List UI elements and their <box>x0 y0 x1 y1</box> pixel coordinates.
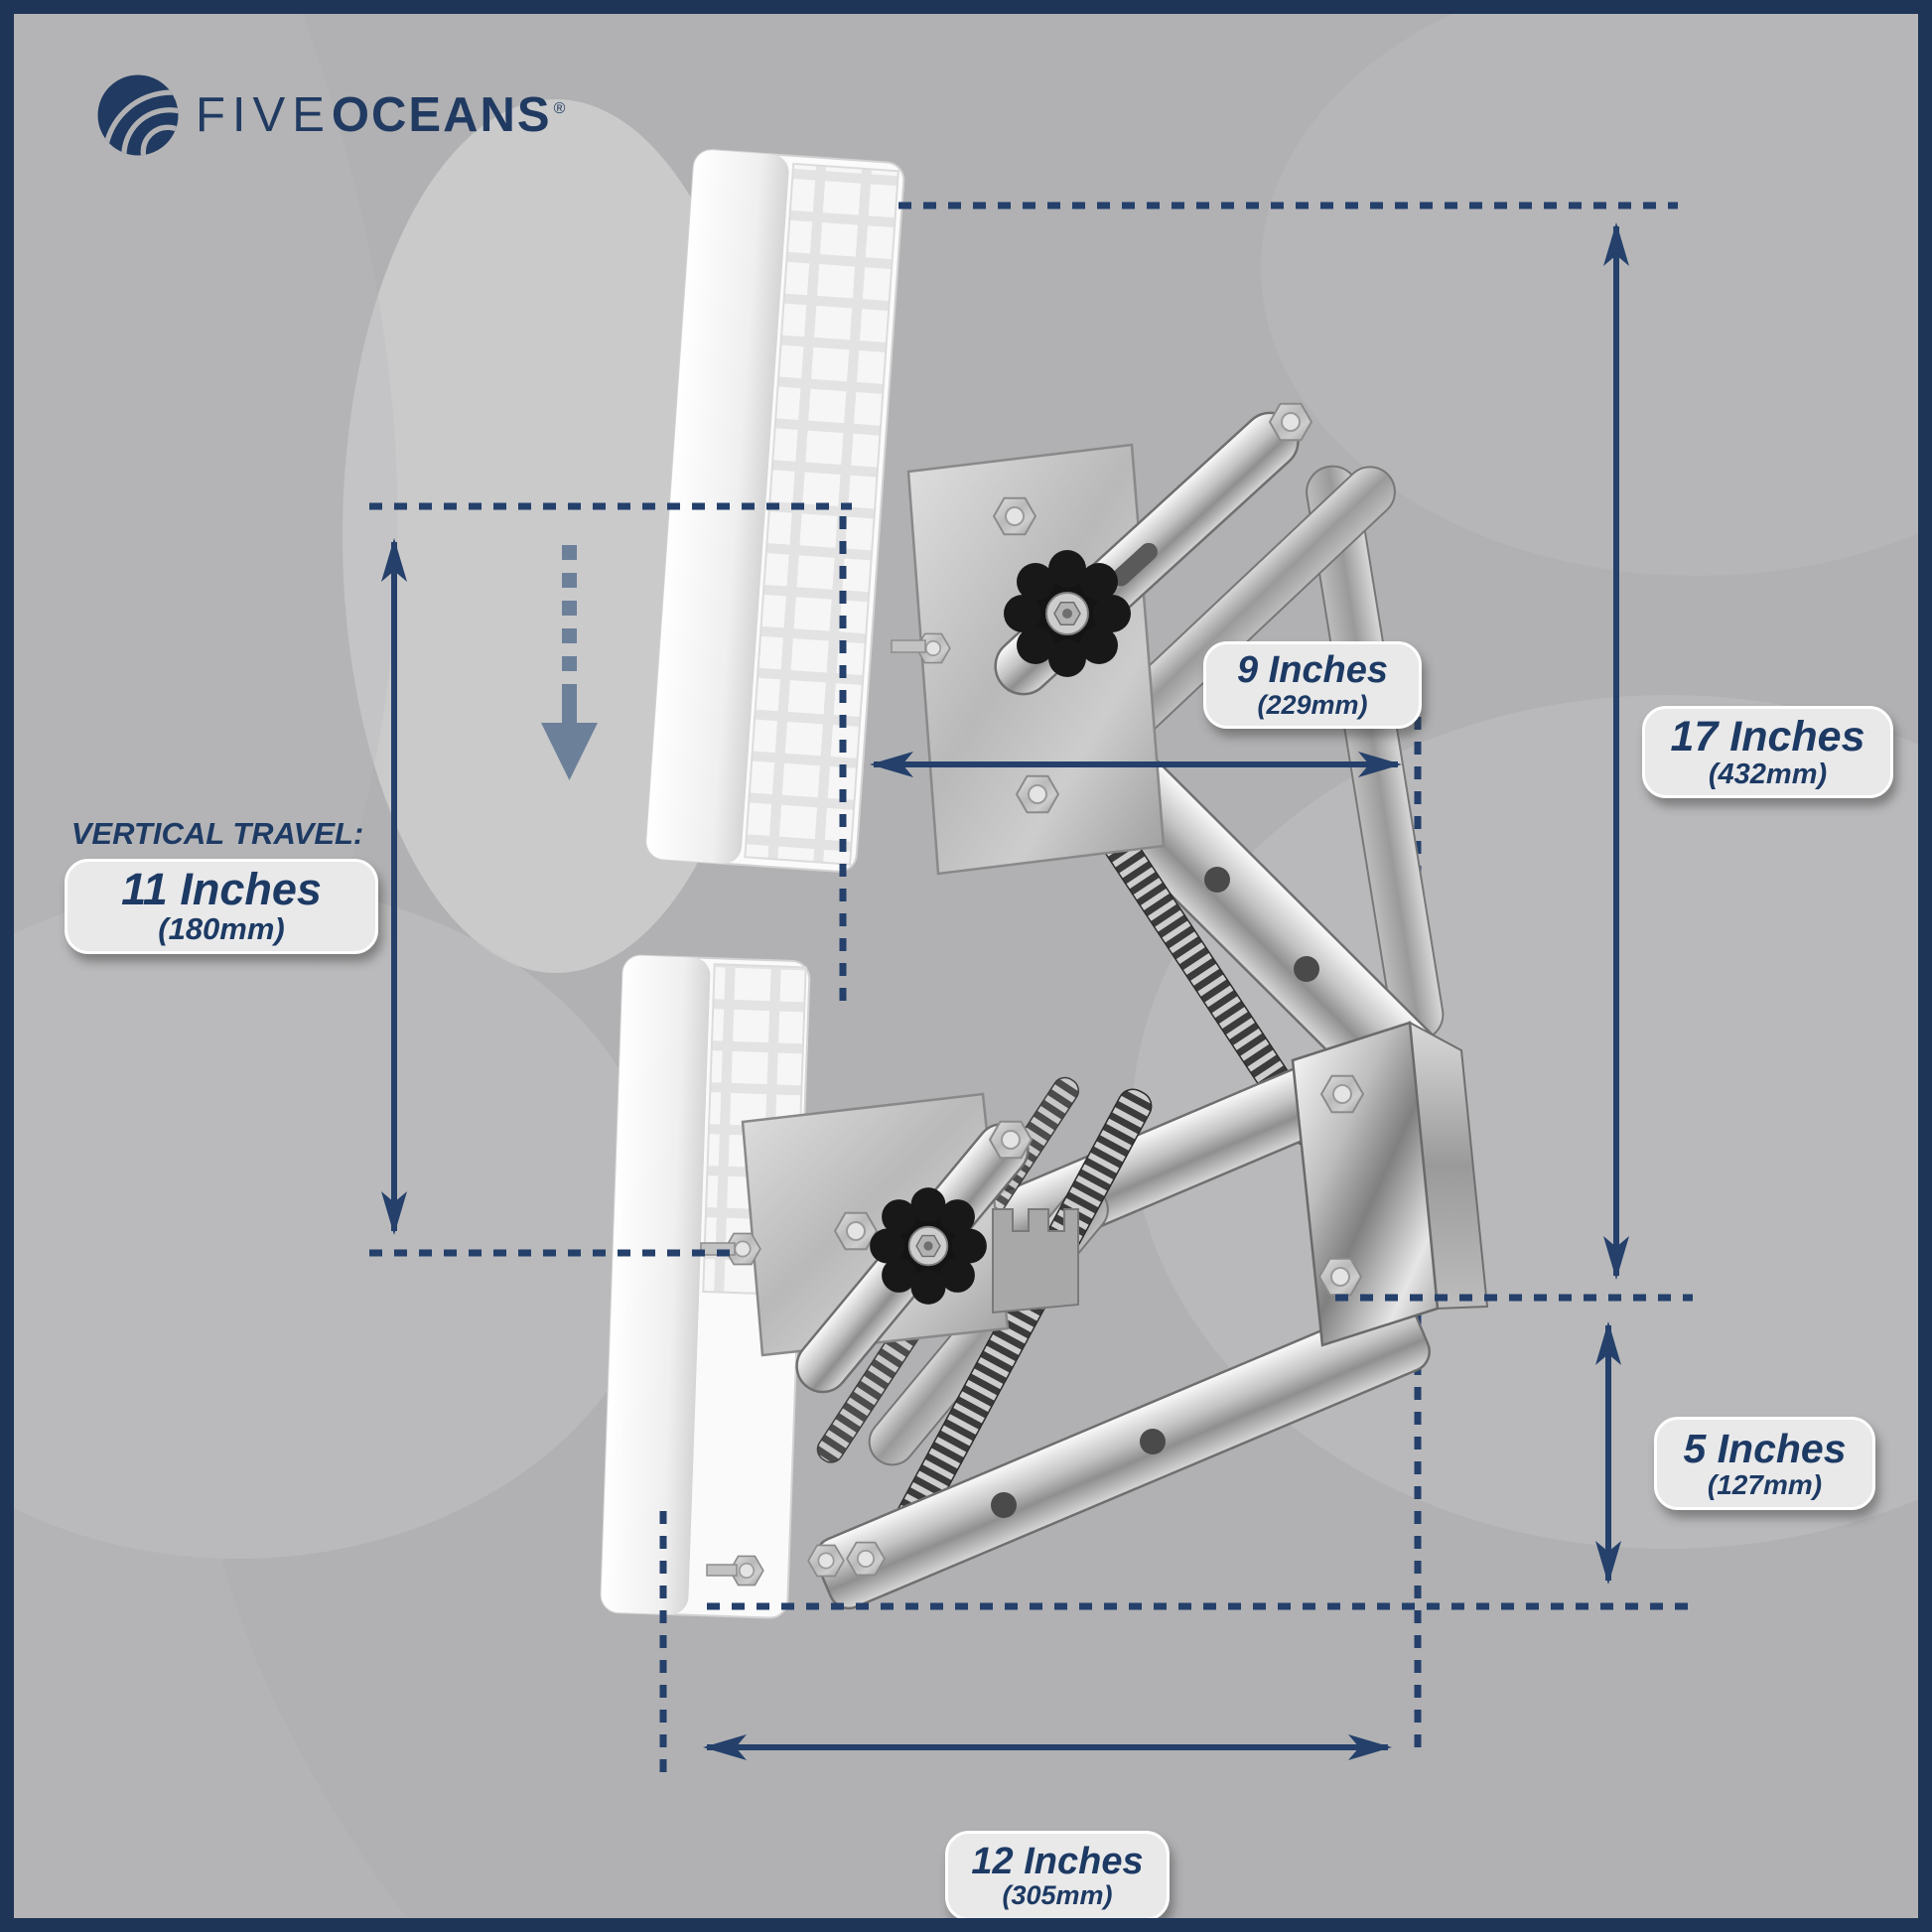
label-metric: (229mm) <box>1257 689 1368 720</box>
upper-star-knob <box>1004 550 1131 677</box>
label-metric: (180mm) <box>158 911 285 947</box>
label-height-17in: 17 Inches (432mm) <box>1642 706 1893 798</box>
chrome-channel <box>1291 1021 1489 1347</box>
label-value: 5 Inches <box>1683 1426 1847 1472</box>
label-metric: (127mm) <box>1707 1468 1823 1500</box>
label-width-9in: 9 Inches (229mm) <box>1203 641 1422 729</box>
label-vertical-travel-11in: 11 Inches (180mm) <box>65 859 378 954</box>
vertical-travel-heading: VERTICAL TRAVEL: <box>70 816 364 851</box>
brand-word-light: FIVE <box>196 88 332 142</box>
label-metric: (305mm) <box>1002 1880 1113 1911</box>
lower-star-knob <box>870 1187 987 1305</box>
label-width-12in: 12 Inches (305mm) <box>945 1831 1170 1918</box>
label-value: 12 Inches <box>971 1840 1144 1882</box>
push-down-arrow-icon <box>541 545 598 780</box>
registered-trademark: ® <box>553 100 570 117</box>
five-oceans-wave-circle-icon <box>97 74 179 156</box>
label-metric: (432mm) <box>1708 758 1828 790</box>
label-value: 17 Inches <box>1670 713 1865 761</box>
label-value: 11 Inches <box>121 864 322 915</box>
lower-bottom-arm <box>814 1299 1431 1610</box>
label-value: 9 Inches <box>1236 649 1389 692</box>
brand-word-bold: OCEANS <box>331 88 552 142</box>
dimension-lines <box>369 202 1693 1779</box>
label-height-5in: 5 Inches (127mm) <box>1654 1417 1875 1510</box>
